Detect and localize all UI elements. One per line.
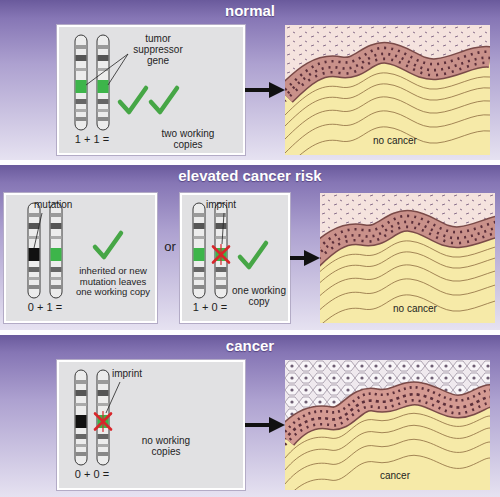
copy-count: one working copy [230,285,288,307]
stage-band: elevated cancer risk mutation inherited or… [0,165,500,330]
chromosome-panel: mutation inherited or new mutation leaves… [4,193,157,323]
copy-equation: 0 + 1 = [15,301,75,313]
mutation-label: mutation [34,199,84,210]
chromosome-panel: imprint 1 + 0 =one working copy [180,193,290,323]
tissue-status: no cancer [365,135,425,146]
stage-band: cancer imprint 0 + 0 = no working copies can… [0,335,500,497]
stage-band: normal tumor suppressor gene 1 + 1 = two wo… [0,0,500,160]
gene-label: tumor suppressor gene [127,33,189,67]
tissue-status: cancer [365,470,425,481]
copy-equation: 0 + 0 = [62,468,122,480]
tissue-panel: no cancer [285,25,490,155]
imprint-label: imprint [112,368,162,379]
tissue-panel: no cancer [320,193,495,323]
copy-equation: 1 + 0 = [180,301,240,313]
tissue-panel: cancer [285,360,490,490]
band-title: cancer [0,338,500,355]
band-title: elevated cancer risk [0,168,500,185]
copy-count: two working copies [153,128,223,150]
imprint-label: imprint [206,199,256,210]
chromosome-panel: tumor suppressor gene 1 + 1 = two working … [57,25,245,155]
copy-count: inherited or new mutation leaves one wor… [73,266,153,298]
or-label: or [157,240,183,255]
copy-equation: 1 + 1 = [62,133,122,145]
chromosome-panel: imprint 0 + 0 = no working copies [57,360,245,490]
band-title: normal [0,3,500,20]
tissue-status: no cancer [385,303,445,314]
copy-count: no working copies [135,435,197,457]
